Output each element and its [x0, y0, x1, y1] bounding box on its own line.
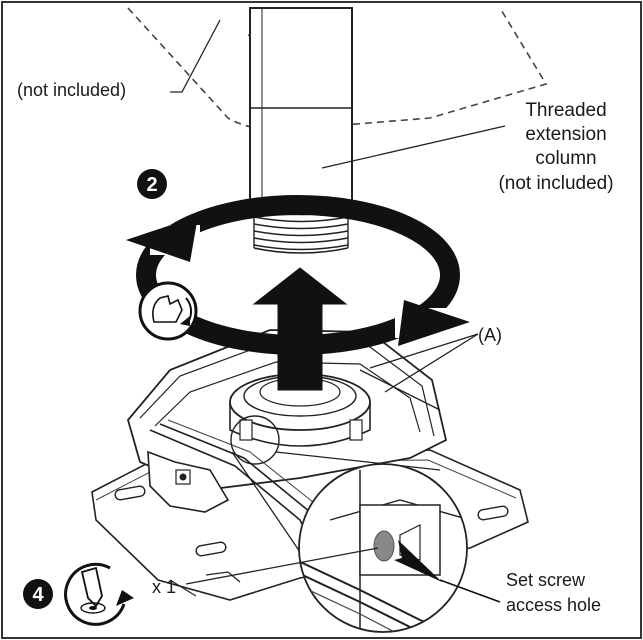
label-column-line2: extension	[525, 124, 606, 145]
set-screw-hole	[373, 530, 395, 562]
label-part-a: (A)	[478, 325, 502, 345]
label-set-screw-line1: Set screw	[506, 570, 586, 590]
label-column-line1: Threaded	[525, 100, 606, 121]
label-set-screw-line2: access hole	[506, 595, 601, 615]
label-not-included: (not included)	[17, 80, 126, 100]
leader-not-included	[170, 19, 221, 93]
step-2-number: 2	[146, 174, 157, 196]
step-4-number: 4	[32, 584, 44, 606]
set-screw-inset	[298, 463, 501, 633]
leader-a-2	[384, 333, 479, 393]
zoom-lines	[230, 415, 441, 553]
leader-a-1	[369, 333, 479, 369]
lift-arrow	[252, 267, 348, 391]
label-column-line3: column	[535, 148, 596, 169]
leader-quantity	[185, 547, 379, 585]
allen-wrench-icon	[64, 562, 134, 626]
step-4-badge	[23, 579, 53, 609]
leader-column	[321, 125, 506, 169]
label-quantity: x 1	[152, 577, 176, 597]
hand-rotate-icon	[138, 281, 198, 341]
step-2-badge	[137, 169, 167, 199]
label-column-line4: (not included)	[498, 173, 613, 194]
